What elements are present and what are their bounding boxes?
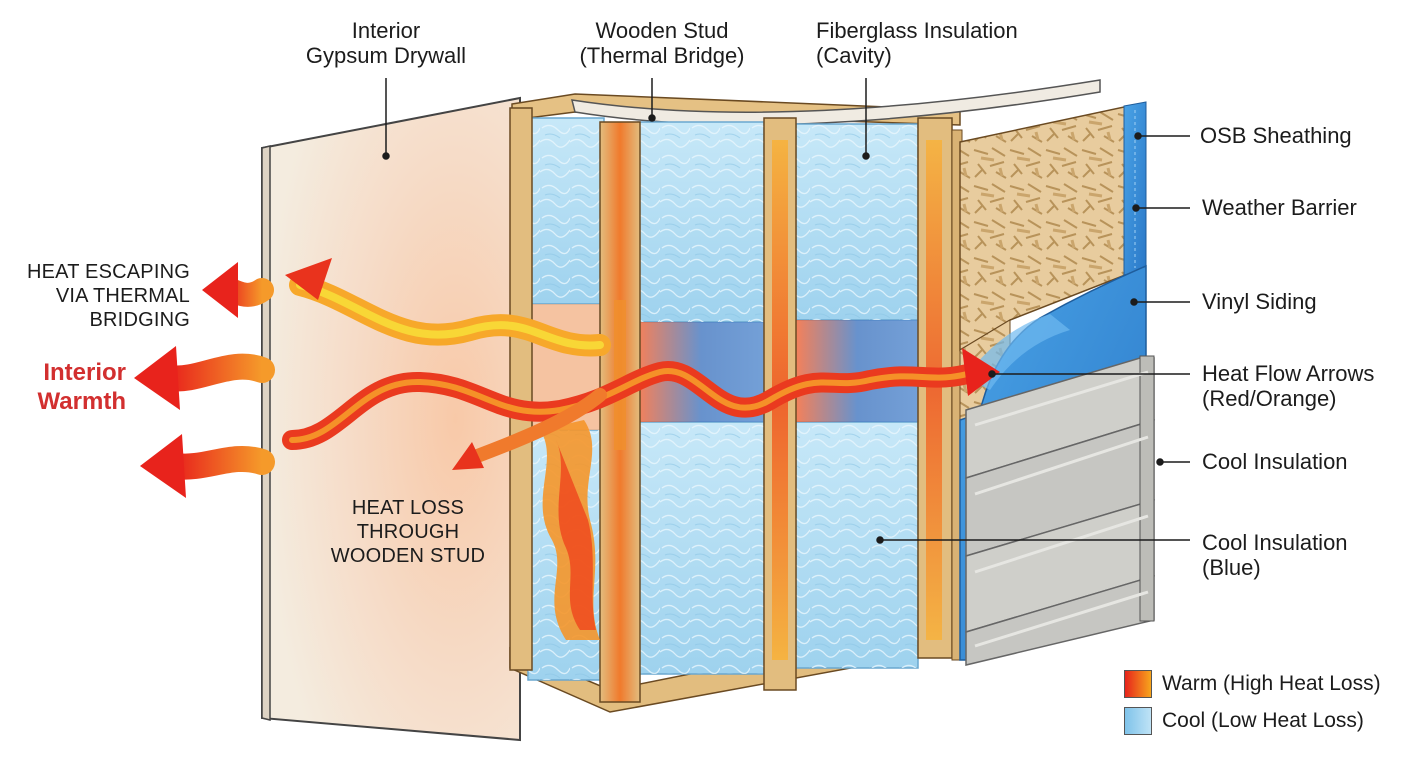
label-wooden-stud: Wooden Stud (Thermal Bridge): [566, 18, 758, 68]
label-line: WOODEN STUD: [330, 545, 486, 567]
label-line: (Thermal Bridge): [579, 43, 745, 68]
label-line: Interior: [351, 18, 421, 43]
label-heat-escaping: HEAT ESCAPING VIA THERMAL BRIDGING: [18, 260, 190, 332]
label-line: Weather Barrier: [1202, 195, 1357, 220]
label-line: OSB Sheathing: [1200, 123, 1352, 148]
label-fiberglass-insulation: Fiberglass Insulation (Cavity): [816, 18, 1046, 68]
label-vinyl-siding: Vinyl Siding: [1202, 289, 1317, 314]
cool-swatch: [1124, 707, 1152, 735]
label-cool-insulation: Cool Insulation: [1202, 449, 1348, 474]
label-line: (Red/Orange): [1202, 386, 1337, 411]
label-line: Wooden Stud: [595, 18, 729, 43]
label-weather-barrier: Weather Barrier: [1202, 195, 1357, 220]
label-line: THROUGH: [356, 521, 460, 543]
legend-item-cool: Cool (Low Heat Loss): [1124, 707, 1364, 735]
label-line: HEAT ESCAPING: [26, 261, 190, 283]
label-line: VIA THERMAL: [55, 285, 190, 307]
label-line: Cool Insulation: [1202, 530, 1348, 555]
label-line: (Cavity): [816, 43, 892, 68]
label-osb-sheathing: OSB Sheathing: [1200, 123, 1352, 148]
label-interior-gypsum-drywall: Interior Gypsum Drywall: [290, 18, 482, 68]
label-line: (Blue): [1202, 555, 1261, 580]
label-interior-warmth: Interior Warmth: [20, 358, 126, 416]
label-line: Cool Insulation: [1202, 449, 1348, 474]
label-heat-flow-arrows: Heat Flow Arrows (Red/Orange): [1202, 361, 1374, 411]
legend-label: Cool (Low Heat Loss): [1162, 709, 1364, 732]
label-line: BRIDGING: [89, 309, 190, 331]
legend-label: Warm (High Heat Loss): [1162, 672, 1381, 695]
label-line: Fiberglass Insulation: [816, 18, 1018, 43]
label-line: Heat Flow Arrows: [1202, 361, 1375, 386]
label-heat-loss-through-stud: HEAT LOSS THROUGH WOODEN STUD: [318, 496, 498, 568]
label-line: Warmth: [37, 388, 126, 415]
label-cool-insulation-blue: Cool Insulation (Blue): [1202, 530, 1348, 580]
legend-item-warm: Warm (High Heat Loss): [1124, 670, 1381, 698]
label-line: HEAT LOSS: [351, 497, 465, 519]
label-line: Vinyl Siding: [1202, 289, 1317, 314]
label-line: Interior: [43, 359, 126, 386]
warm-swatch: [1124, 670, 1152, 698]
label-line: Gypsum Drywall: [305, 43, 467, 68]
